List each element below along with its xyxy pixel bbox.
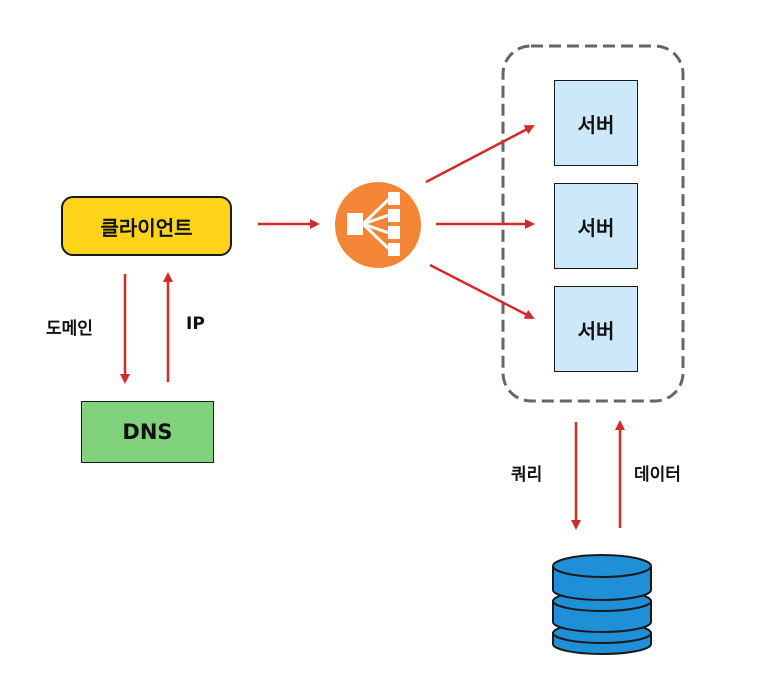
arrow-lb-to-server-3 (429, 263, 535, 320)
edge-label-ip: IP (186, 314, 205, 334)
edge-label-data: 데이터 (634, 465, 681, 485)
server-node: 서버 (554, 80, 638, 166)
arrow-lb-to-server-1 (425, 124, 535, 184)
edge-label-domain: 도메인 (46, 319, 93, 339)
server-node: 서버 (554, 183, 638, 269)
database-icon (552, 554, 652, 655)
edge-label-query: 쿼리 (511, 465, 543, 485)
server-node: 서버 (554, 286, 638, 372)
load-balancer-icon (335, 182, 421, 268)
client-node: 클라이언트 (61, 196, 232, 256)
dns-node: DNS (81, 401, 214, 463)
